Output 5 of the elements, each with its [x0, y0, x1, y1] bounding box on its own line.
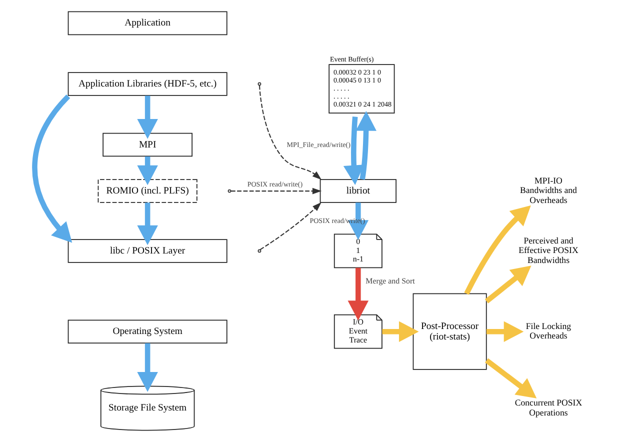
edge-label: Merge and Sort — [365, 276, 414, 286]
node-text: Perceived and Effective POSIX Bandwidths — [518, 235, 578, 265]
node-text: Concurrent POSIX Operations — [514, 398, 582, 418]
node-text: File Locking Overheads — [525, 320, 571, 341]
node-text: MPI-IO Bandwidths and Overheads — [520, 176, 576, 205]
